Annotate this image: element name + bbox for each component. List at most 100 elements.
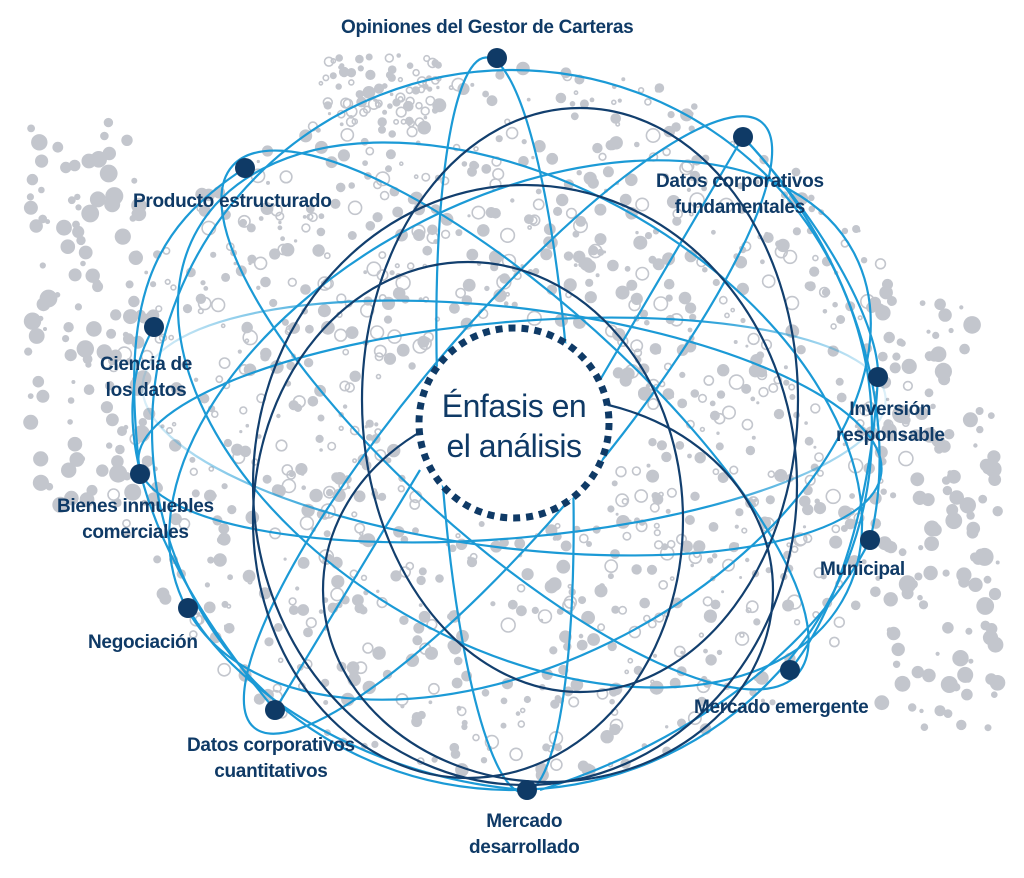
bubble: [531, 155, 535, 160]
horizontal-ellipse-b: [141, 299, 883, 557]
bubble: [767, 470, 776, 479]
bubble: [804, 436, 814, 446]
bubble: [256, 285, 261, 290]
bubble: [666, 487, 678, 498]
dark-ellipse-upper: [360, 106, 800, 694]
bubble: [131, 177, 138, 184]
bubble: [281, 318, 289, 326]
bubble: [697, 393, 708, 404]
bubble: [342, 348, 350, 356]
bubble: [63, 322, 74, 333]
bubble: [82, 354, 93, 364]
bubble: [334, 328, 348, 342]
bubble: [860, 257, 868, 264]
bubble: [946, 504, 959, 516]
bubble: [753, 618, 761, 626]
bubble: [342, 404, 348, 409]
bubble: [224, 624, 228, 628]
bubble: [644, 319, 650, 326]
bubble: [617, 98, 622, 103]
bubble: [307, 212, 318, 223]
bubble: [691, 103, 698, 110]
bubble: [883, 592, 898, 607]
tilted-ellipse-a: [176, 141, 864, 689]
bubble: [607, 505, 615, 513]
bubble: [988, 473, 1002, 486]
bubble: [399, 615, 409, 625]
bubble: [369, 325, 385, 340]
bubble: [672, 216, 682, 226]
bubble: [712, 553, 718, 559]
bubble: [131, 197, 147, 214]
bubble: [210, 251, 217, 258]
bubble: [947, 470, 953, 476]
bubble: [518, 156, 529, 167]
bubble: [29, 219, 43, 233]
bubble: [562, 598, 576, 613]
bubble: [110, 309, 122, 321]
bubble: [74, 303, 82, 311]
bubble: [825, 488, 841, 505]
label-line: Opiniones del Gestor de Carteras: [341, 17, 634, 38]
bubble: [411, 224, 426, 239]
bubble: [612, 367, 625, 379]
bubble: [576, 170, 582, 176]
bubble: [323, 530, 331, 538]
bubble: [72, 220, 80, 229]
bubble: [348, 182, 356, 189]
bubble: [365, 221, 376, 231]
bubble: [478, 521, 485, 527]
bubble: [305, 617, 317, 629]
bubble: [869, 492, 882, 505]
bubble: [392, 206, 404, 218]
node-dot-bienes: [130, 464, 150, 484]
bubble: [406, 126, 418, 138]
bubble: [427, 682, 440, 695]
bubble: [602, 166, 614, 178]
bubble: [344, 382, 355, 393]
bubble: [272, 683, 282, 693]
bubble: [399, 566, 412, 578]
bubble: [418, 567, 427, 576]
bubble: [578, 533, 589, 544]
bubble: [521, 139, 527, 145]
bubble: [340, 127, 355, 142]
bubble: [765, 495, 775, 505]
bubble: [942, 569, 950, 577]
bubble: [874, 258, 887, 270]
bubble: [473, 146, 479, 152]
bubble: [948, 327, 954, 334]
bubble: [587, 633, 600, 646]
bubble: [376, 495, 381, 500]
bubble: [347, 485, 351, 489]
bubble: [56, 219, 72, 236]
bubble: [28, 328, 45, 344]
bubble: [322, 74, 330, 82]
bubble: [663, 278, 675, 290]
bubble: [662, 147, 671, 157]
bubble: [405, 653, 420, 667]
bubble: [711, 229, 716, 235]
bubble: [707, 613, 717, 623]
bubble: [204, 489, 217, 502]
bubble: [200, 280, 206, 286]
bubble: [293, 239, 298, 243]
bubble: [653, 522, 660, 529]
bubble: [417, 120, 432, 135]
bubble: [486, 95, 498, 107]
bubble: [397, 76, 404, 83]
label-line: desarrollado: [469, 837, 580, 858]
bubble: [141, 455, 154, 467]
bubble: [908, 703, 917, 712]
bubble: [555, 92, 567, 104]
bubble: [604, 559, 619, 573]
bubble: [796, 345, 806, 355]
bubble: [67, 436, 83, 452]
bubble: [354, 661, 368, 675]
bubble: [500, 617, 516, 633]
bubble: [231, 443, 244, 456]
bubble: [242, 569, 256, 583]
bubble: [141, 499, 148, 506]
bubble: [901, 587, 914, 600]
bubble: [424, 646, 438, 660]
